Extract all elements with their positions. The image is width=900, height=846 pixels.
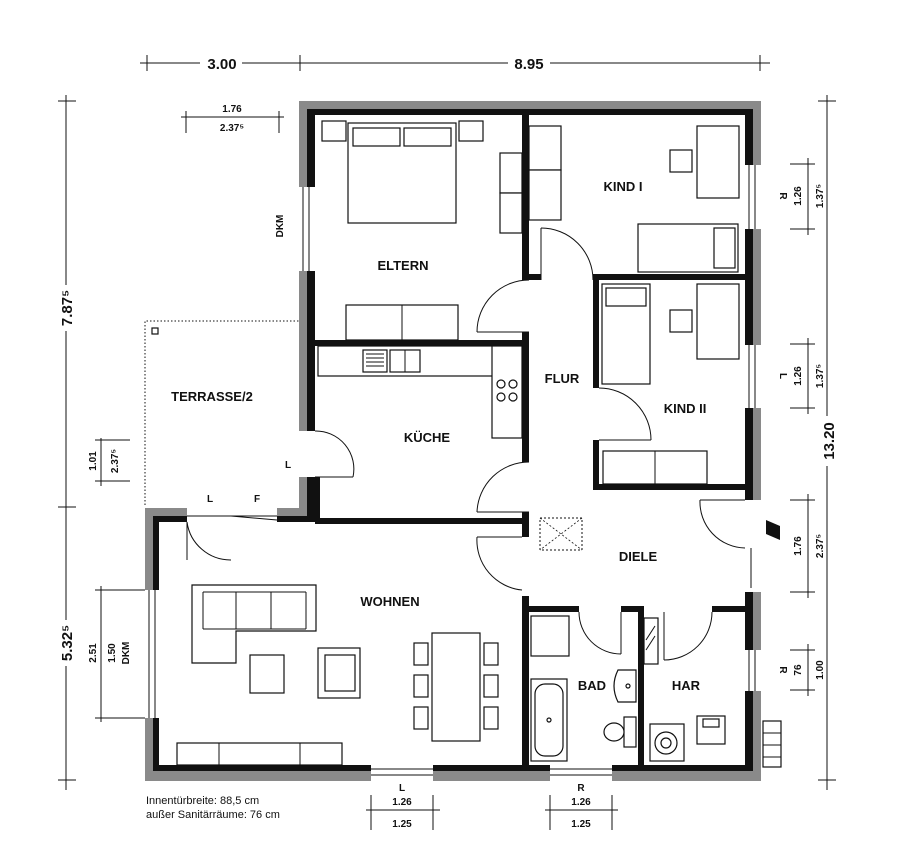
door-swings [186,227,746,661]
dim-terrace-w1: 1.76 [222,104,242,115]
dim-win-left-1: 2.51 [88,643,99,663]
dim-win-r1-a: 1.26 [793,186,804,206]
furniture-har [643,617,782,768]
dim-win-r3-a: 76 [793,664,804,676]
dim-win-r2-a: 1.26 [793,366,804,386]
mark-bottom-r: R [577,783,585,794]
dim-left-upper: 7.87⁵ [59,290,76,326]
dim-win-left-2: 1.50 [107,643,118,663]
note-line2: außer Sanitärräume: 76 cm [146,809,280,821]
dim-win-r3-b: 1.00 [815,660,826,680]
room-label-kueche: KÜCHE [404,430,451,445]
furniture-kueche [317,345,523,439]
room-label-eltern: ELTERN [377,258,428,273]
mark-terr-f: F [254,494,260,505]
dim-top-left: 3.00 [207,56,236,73]
window-marks: DKM R L R L F L L R [207,192,788,794]
terrace-outline [144,320,299,505]
dkm-top-label: DKM [275,215,286,238]
dim-win-r1-b: 1.37⁵ [815,184,826,208]
dimension-labels: 3.00 8.95 7.87⁵ 5.32⁵ 13.20 1.76 2.37⁵ 1… [56,53,838,830]
room-label-flur: FLUR [545,371,580,386]
interior-walls [315,115,745,765]
room-labels: ELTERN KIND I KIND II FLUR KÜCHE TERRASS… [171,179,706,693]
mark-r2: R [777,666,788,674]
dim-door-h2: 2.37⁵ [110,449,121,473]
dim-door-r-b: 2.37⁵ [815,534,826,558]
mark-r1: R [777,192,788,200]
room-label-diele: DIELE [619,549,658,564]
dim-right-total: 13.20 [821,422,838,460]
dim-terrace-w2: 2.37⁵ [220,123,244,134]
notes: Innentürbreite: 88,5 cm außer Sanitärräu… [146,795,280,821]
dim-top-right: 8.95 [514,56,543,73]
window-openings [145,165,761,781]
dim-left-lower: 5.32⁵ [59,625,76,661]
room-label-kind2: KIND II [664,401,707,416]
room-label-wohnen: WOHNEN [360,594,419,609]
room-label-terrasse: TERRASSE/2 [171,389,253,404]
furniture-kind1 [528,125,740,273]
room-label-har: HAR [672,678,701,693]
furniture-kind2 [601,283,740,485]
dim-bottom-r-a: 1.26 [571,797,591,808]
furniture-wohnen [176,584,499,766]
furniture-diele [539,517,780,551]
dim-door-r-a: 1.76 [793,536,804,556]
mark-terr-l: L [207,494,213,505]
furniture-bad [530,615,637,762]
dim-bottom-l-b: 1.25 [392,819,412,830]
dim-bottom-l-a: 1.26 [392,797,412,808]
mark-l1: L [777,373,788,379]
mark-bottom-l: L [399,783,405,794]
dkm-left-label: DKM [121,642,132,665]
room-label-bad: BAD [578,678,606,693]
room-label-kind1: KIND I [604,179,643,194]
dim-bottom-r-b: 1.25 [571,819,591,830]
dim-door-h1: 1.01 [88,451,99,471]
dim-win-r2-b: 1.37⁵ [815,364,826,388]
furniture-eltern [321,120,523,341]
note-line1: Innentürbreite: 88,5 cm [146,795,259,807]
mark-kitchen-l: L [285,460,291,471]
